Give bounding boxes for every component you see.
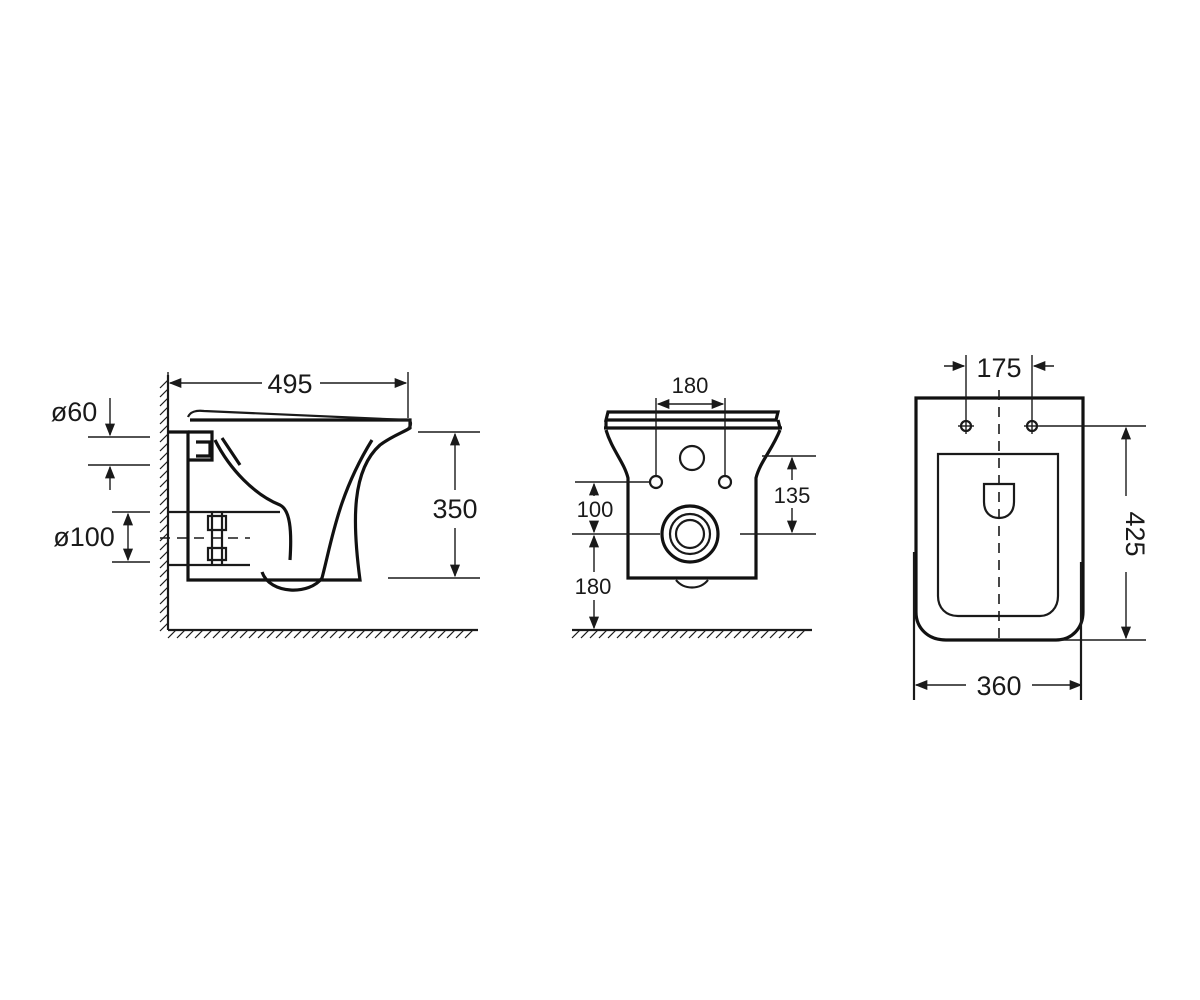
dim-bolt-to-outlet: 100	[577, 497, 614, 522]
rear-body	[604, 429, 782, 580]
wall-hatching	[159, 379, 169, 632]
seat-lid	[186, 409, 413, 429]
rear-view: 180 100 180 135	[571, 373, 816, 639]
dim-inlet-diameter: ø60	[51, 397, 98, 427]
rear-inlet	[678, 444, 706, 472]
dim-depth: 425	[1120, 511, 1150, 556]
dim-bolt-spacing: 180	[672, 373, 709, 398]
dim-height: 350	[432, 494, 477, 524]
dim-hole-spacing: 175	[976, 353, 1021, 383]
top-inner-rim	[936, 452, 1060, 618]
dim-outlet-height: 180	[575, 574, 612, 599]
floor-hatching-side	[167, 629, 474, 639]
outlet-connector	[206, 514, 228, 562]
fixing-hole-left	[958, 418, 974, 434]
top-outer	[914, 396, 1085, 642]
rear-foot	[675, 579, 709, 589]
dim-inlet-to-outlet: 135	[774, 483, 811, 508]
rear-outlet-outer	[660, 504, 720, 564]
side-view: 495 350 ø60 ø100	[51, 369, 480, 639]
bowl-trap	[260, 439, 374, 592]
bowl-inner	[213, 439, 293, 561]
bolt-hole-left	[648, 474, 664, 490]
floor-hatching-rear	[571, 629, 806, 639]
inlet-spud	[188, 430, 242, 466]
dim-length: 495	[267, 369, 312, 399]
fixing-hole-right	[1024, 418, 1040, 434]
outlet-pipe	[168, 510, 280, 567]
rear-seat	[603, 410, 783, 430]
bowl-outline	[168, 418, 412, 582]
bolt-hole-right	[717, 474, 733, 490]
top-view: 175 425 360	[912, 353, 1150, 701]
dim-outlet-diameter: ø100	[53, 522, 115, 552]
dim-width: 360	[976, 671, 1021, 701]
